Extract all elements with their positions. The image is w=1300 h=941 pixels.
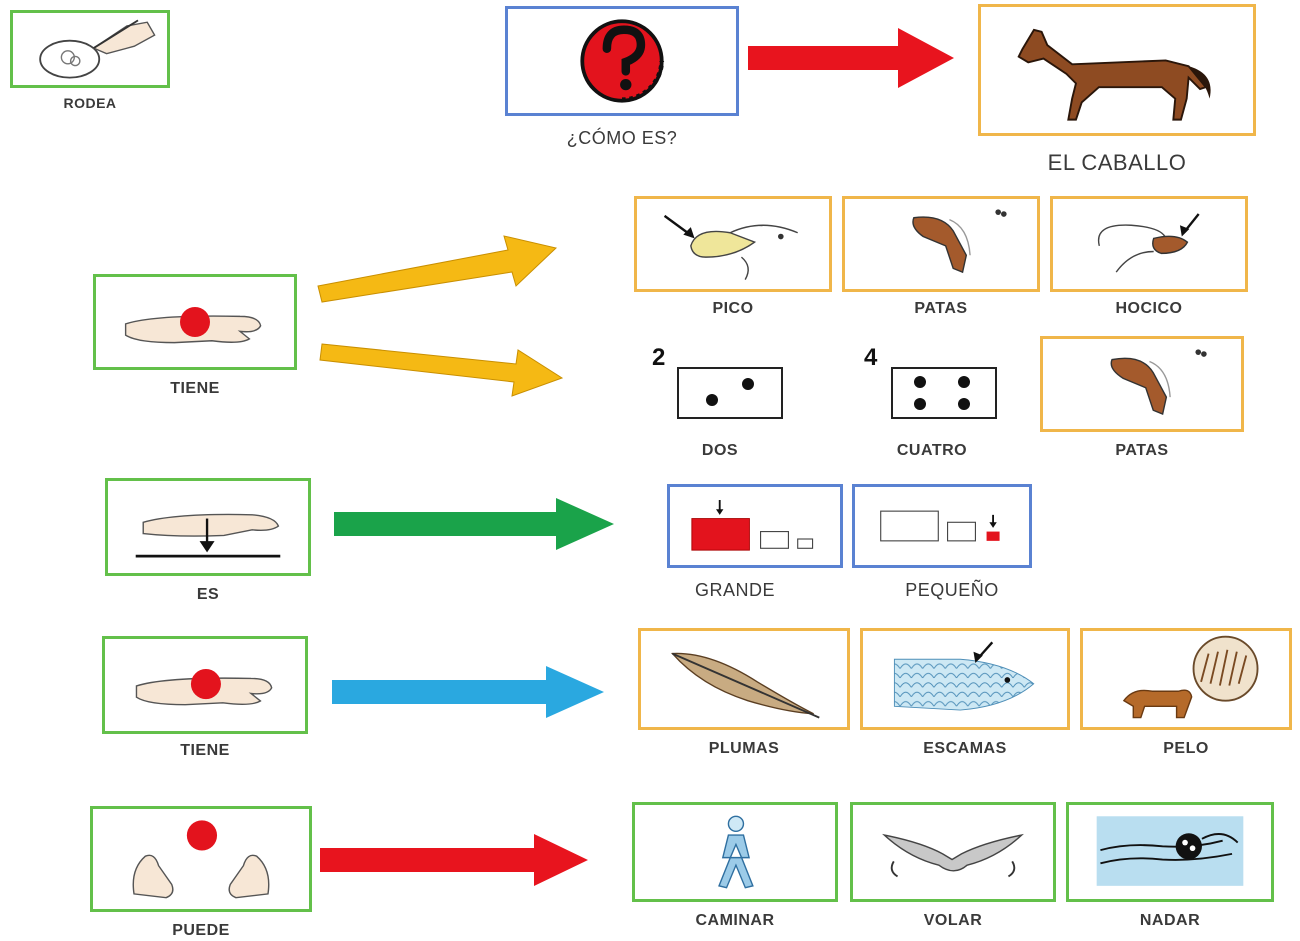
tiene-pictogram-1: [93, 274, 297, 370]
rodea-pictogram: [10, 10, 170, 88]
patas-label-1: PATAS: [914, 300, 968, 317]
caminar-pictogram[interactable]: [632, 802, 838, 902]
blue-arrow: [332, 666, 604, 718]
plumas-pictogram[interactable]: [638, 628, 850, 730]
pelo-label: PELO: [1163, 740, 1209, 757]
nadar-pictogram[interactable]: [1066, 802, 1274, 902]
feather-icon: [670, 652, 820, 719]
hand-writing-icon: [39, 19, 156, 79]
tiene-pictogram-2: [102, 636, 308, 734]
escamas-label: ESCAMAS: [923, 740, 1007, 757]
hand-lowering-icon: [135, 513, 281, 558]
dice-four-icon: [891, 367, 997, 419]
yellow-arrow-down: [319, 343, 564, 397]
hand-holding-ball-icon: [135, 669, 273, 706]
cuatro-label: CUATRO: [896, 442, 968, 459]
cuatro-pictogram[interactable]: 4: [862, 344, 1002, 424]
leg-icon: [912, 209, 1007, 274]
question-mark-icon: [580, 19, 665, 103]
pelo-pictogram[interactable]: [1080, 628, 1292, 730]
pico-label: PICO: [712, 300, 754, 317]
walking-person-icon: [718, 815, 754, 889]
hands-ball-icon: [132, 820, 270, 899]
hocico-label: HOCICO: [1115, 300, 1183, 317]
number-four: 4: [864, 344, 878, 371]
green-arrow: [334, 498, 614, 550]
small-square-icon: [880, 510, 1000, 542]
patas-pictogram-1[interactable]: [842, 196, 1040, 292]
puede-label: PUEDE: [172, 922, 230, 939]
puede-pictogram: [90, 806, 312, 912]
swimming-icon: [1096, 816, 1244, 886]
big-square-icon: [691, 500, 814, 551]
caminar-label: CAMINAR: [695, 912, 775, 929]
question-pictogram: [505, 6, 739, 116]
dos-pictogram[interactable]: 2: [650, 344, 790, 424]
flying-bird-icon: [882, 833, 1024, 878]
leg-icon: [1110, 349, 1207, 415]
rodea-label: RODEA: [63, 95, 117, 111]
subject-label: EL CABALLO: [1047, 150, 1187, 175]
plumas-label: PLUMAS: [708, 740, 780, 757]
nadar-label: NADAR: [1139, 912, 1201, 929]
es-label: ES: [196, 586, 220, 603]
dice-two-icon: [677, 367, 783, 419]
grande-label: GRANDE: [694, 580, 775, 600]
pico-pictogram[interactable]: [634, 196, 832, 292]
horse-pictogram: [978, 4, 1256, 136]
fur-icon: [1122, 635, 1259, 719]
volar-label: VOLAR: [923, 912, 983, 929]
grande-pictogram[interactable]: [667, 484, 843, 568]
escamas-pictogram[interactable]: [860, 628, 1070, 730]
pequeno-pictogram[interactable]: [852, 484, 1032, 568]
number-two: 2: [652, 344, 666, 371]
horse-icon: [1017, 28, 1211, 121]
volar-pictogram[interactable]: [850, 802, 1056, 902]
dos-label: DOS: [701, 442, 739, 459]
pequeno-label: PEQUEÑO: [905, 580, 999, 600]
fish-scales-icon: [893, 641, 1035, 711]
hand-holding-ball-icon: [124, 307, 262, 344]
question-label: ¿CÓMO ES?: [566, 128, 678, 148]
beak-icon: [663, 214, 798, 280]
red-arrow-top: [748, 28, 954, 88]
patas-pictogram-2[interactable]: [1040, 336, 1244, 432]
hocico-pictogram[interactable]: [1050, 196, 1248, 292]
es-pictogram: [105, 478, 311, 576]
yellow-arrow-up: [317, 235, 558, 303]
tiene-label-1: TIENE: [170, 380, 220, 397]
snout-icon: [1097, 213, 1200, 273]
red-arrow-bottom: [320, 834, 588, 886]
patas-label-2: PATAS: [1115, 442, 1169, 459]
tiene-label-2: TIENE: [180, 742, 230, 759]
